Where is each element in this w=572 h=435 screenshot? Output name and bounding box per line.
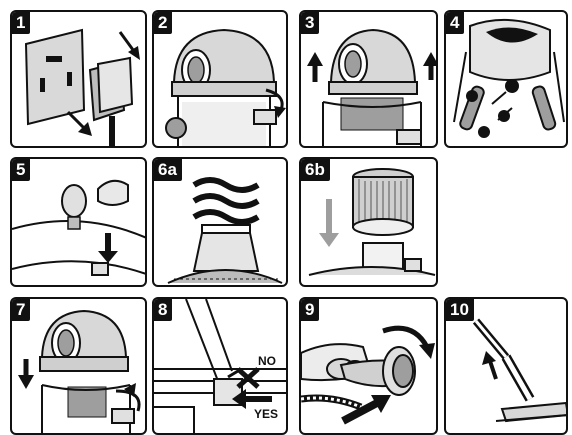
- attach-hose-illustration: [301, 299, 438, 435]
- lift-head-illustration: [301, 12, 438, 148]
- step-panel-5: 5: [10, 157, 147, 287]
- step-panel-9: 9: [299, 297, 438, 435]
- float-cage-illustration: [446, 12, 568, 148]
- step-number: 3: [301, 12, 319, 34]
- step-number: 10: [446, 299, 474, 321]
- step-number: 6a: [154, 159, 182, 181]
- replace-head-illustration: [12, 299, 147, 435]
- step-panel-7: 7: [10, 297, 147, 435]
- step-number: 9: [301, 299, 319, 321]
- step-panel-10: 10: [444, 297, 568, 435]
- remove-float-illustration: [12, 159, 147, 287]
- step-panel-2: 2: [152, 10, 288, 148]
- step-panel-6b: 6b: [299, 157, 438, 287]
- step-number: 8: [154, 299, 172, 321]
- step-panel-3: 3: [299, 10, 438, 148]
- step-number: 6b: [301, 159, 330, 181]
- step-panel-1: 1: [10, 10, 147, 148]
- step-number: 2: [154, 12, 172, 34]
- step-panel-6a: 6a: [152, 157, 288, 287]
- step-number: 7: [12, 299, 30, 321]
- yes-label: YES: [254, 407, 278, 421]
- unlock-latch-illustration: [154, 12, 288, 148]
- step-panel-8: NO YES 8: [152, 297, 288, 435]
- unplug-illustration: [12, 12, 147, 148]
- step-number: 5: [12, 159, 30, 181]
- step-panel-4: 4: [444, 10, 568, 148]
- no-label: NO: [258, 354, 276, 368]
- step-number: 1: [12, 12, 30, 34]
- step-number: 4: [446, 12, 464, 34]
